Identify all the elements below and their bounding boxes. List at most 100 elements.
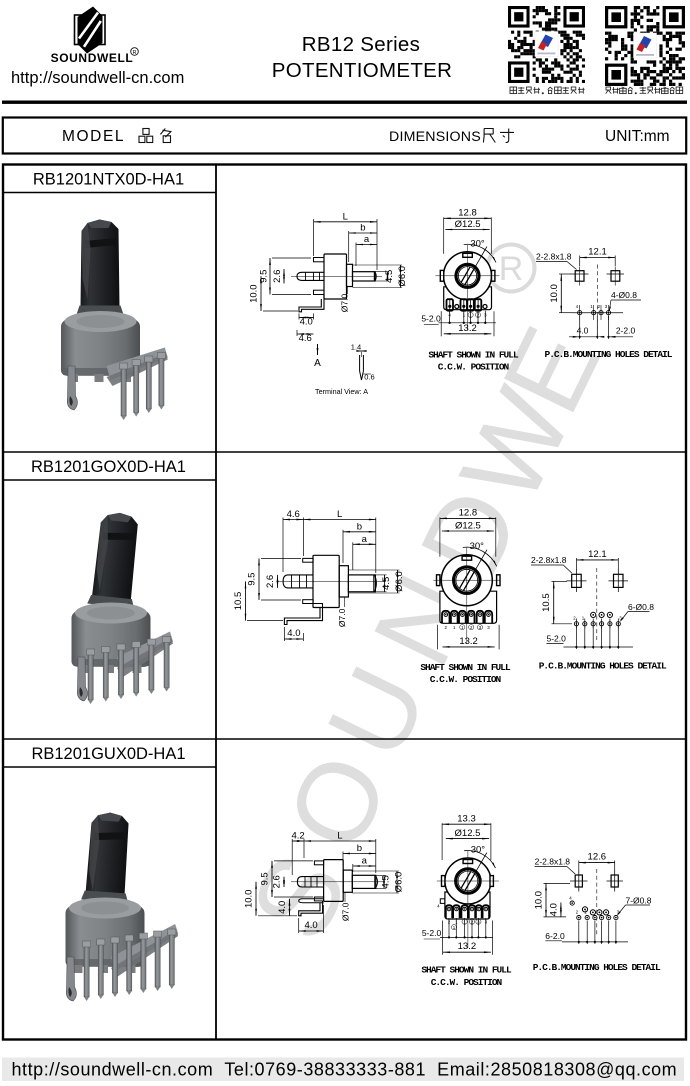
- svg-text:1: 1: [584, 910, 587, 915]
- svg-text:A: A: [314, 358, 321, 369]
- svg-text:1: 1: [461, 625, 464, 630]
- svg-text:R: R: [499, 250, 524, 288]
- svg-text:13.2: 13.2: [459, 636, 478, 647]
- svg-text:2: 2: [470, 625, 473, 630]
- svg-text:Ø6.0: Ø6.0: [394, 872, 405, 893]
- svg-text:P.C.B.MOUNTING HOLES DETAIL: P.C.B.MOUNTING HOLES DETAIL: [545, 349, 673, 360]
- svg-text:3: 3: [619, 616, 622, 621]
- svg-text:Ø12.5: Ø12.5: [455, 828, 481, 839]
- svg-text:4.6: 4.6: [287, 509, 300, 520]
- svg-text:RB12 Series: RB12 Series: [302, 33, 420, 56]
- svg-text:0.6: 0.6: [364, 373, 374, 382]
- svg-text:1: 1: [582, 616, 585, 621]
- svg-text:a: a: [362, 856, 368, 867]
- svg-text:2.6: 2.6: [272, 270, 283, 283]
- svg-text:C.C.W. POSITION: C.C.W. POSITION: [430, 674, 502, 685]
- svg-text:MODEL: MODEL: [62, 128, 125, 145]
- svg-text:7-Ø0.8: 7-Ø0.8: [626, 896, 652, 906]
- svg-text:6-2.0: 6-2.0: [545, 931, 565, 941]
- svg-text:POTENTIOMETER: POTENTIOMETER: [272, 59, 452, 82]
- svg-text:30°: 30°: [471, 845, 486, 856]
- svg-text:http://soundwell-cn.com: http://soundwell-cn.com: [11, 69, 184, 87]
- svg-text:2-2.8x1.8: 2-2.8x1.8: [536, 252, 572, 262]
- svg-text:1.4: 1.4: [351, 343, 361, 352]
- svg-text:C.C.W. POSITION: C.C.W. POSITION: [431, 977, 503, 988]
- svg-text:a: a: [364, 234, 370, 245]
- svg-text:http://soundwell-cn.com Tel:0: http://soundwell-cn.com Tel:0769-3883333…: [12, 1060, 678, 1080]
- svg-text:9.5: 9.5: [258, 270, 269, 283]
- svg-text:4.5: 4.5: [380, 875, 391, 888]
- svg-text:1: 1: [453, 625, 456, 630]
- svg-text:Ø7.0: Ø7.0: [340, 294, 350, 313]
- svg-text:2-2.8x1.8: 2-2.8x1.8: [531, 555, 567, 565]
- svg-text:12.6: 12.6: [588, 852, 607, 863]
- svg-text:Ø6.0: Ø6.0: [394, 571, 405, 592]
- svg-text:Ø7.0: Ø7.0: [337, 608, 347, 627]
- svg-text:4.0: 4.0: [277, 901, 288, 914]
- svg-text:SOUNDWELL: SOUNDWELL: [51, 51, 134, 65]
- svg-text:4.2: 4.2: [291, 830, 304, 841]
- svg-text:SHAFT SHOWN IN FULL: SHAFT SHOWN IN FULL: [428, 349, 519, 360]
- svg-text:2.6: 2.6: [265, 575, 276, 588]
- svg-text:2.6: 2.6: [272, 875, 283, 888]
- svg-text:L: L: [343, 211, 348, 222]
- svg-text:4: 4: [576, 304, 579, 309]
- svg-text:10.0: 10.0: [248, 284, 259, 303]
- svg-text:2: 2: [598, 304, 601, 309]
- svg-text:10.0: 10.0: [244, 890, 255, 909]
- svg-text:10.0: 10.0: [533, 891, 544, 910]
- svg-text:P.C.B.MOUNTING HOLES DETAIL: P.C.B.MOUNTING HOLES DETAIL: [539, 660, 667, 671]
- svg-text:12.1: 12.1: [588, 247, 607, 258]
- svg-text:30°: 30°: [470, 238, 485, 249]
- svg-text:C.C.W. POSITION: C.C.W. POSITION: [438, 362, 510, 373]
- svg-text:Ø12.5: Ø12.5: [455, 219, 481, 230]
- svg-text:DIMENSIONS: DIMENSIONS: [389, 129, 481, 145]
- svg-text:L: L: [337, 509, 342, 520]
- svg-text:12.8: 12.8: [458, 208, 477, 219]
- svg-text:12.1: 12.1: [588, 549, 607, 560]
- svg-text:a: a: [362, 534, 368, 545]
- svg-text:30°: 30°: [470, 541, 485, 552]
- svg-text:2: 2: [576, 910, 579, 915]
- svg-text:RB1201GUX0D-HA1: RB1201GUX0D-HA1: [31, 745, 185, 763]
- svg-text:RB1201NTX0D-HA1: RB1201NTX0D-HA1: [33, 171, 184, 189]
- svg-text:1: 1: [453, 925, 456, 930]
- svg-text:5-2.0: 5-2.0: [422, 928, 442, 938]
- svg-text:UNIT:mm: UNIT:mm: [605, 128, 670, 145]
- svg-text:2: 2: [573, 616, 576, 621]
- svg-text:RB1201GOX0D-HA1: RB1201GOX0D-HA1: [31, 458, 186, 476]
- svg-text:P.C.B.MOUNTING HOLES DETAIL: P.C.B.MOUNTING HOLES DETAIL: [533, 962, 661, 973]
- svg-text:4.0: 4.0: [548, 903, 559, 916]
- svg-text:4.6: 4.6: [299, 333, 312, 344]
- svg-text:13.3: 13.3: [457, 814, 476, 825]
- svg-text:2-2.0: 2-2.0: [616, 325, 636, 335]
- svg-text:4: 4: [569, 896, 572, 901]
- svg-text:5-2.0: 5-2.0: [547, 634, 567, 644]
- svg-text:9.5: 9.5: [247, 573, 258, 586]
- svg-text:4.0: 4.0: [287, 628, 300, 639]
- svg-text:2-2.8x1.8: 2-2.8x1.8: [535, 857, 571, 867]
- svg-text:2: 2: [444, 625, 447, 630]
- svg-text:9.5: 9.5: [260, 872, 271, 885]
- svg-text:b: b: [360, 223, 365, 234]
- svg-text:10.5: 10.5: [541, 593, 552, 612]
- svg-text:3: 3: [487, 625, 490, 630]
- svg-text:10.5: 10.5: [233, 592, 244, 611]
- svg-text:4: 4: [437, 904, 440, 909]
- svg-text:4.5: 4.5: [381, 577, 392, 590]
- svg-text:4.0: 4.0: [304, 920, 317, 931]
- svg-text:6-Ø0.8: 6-Ø0.8: [628, 602, 654, 612]
- svg-text:Ø12.5: Ø12.5: [455, 520, 481, 531]
- svg-text:L: L: [337, 830, 342, 841]
- svg-text:Ø7.0: Ø7.0: [340, 902, 350, 921]
- svg-text:1: 1: [590, 304, 593, 309]
- svg-text:13.2: 13.2: [458, 941, 477, 952]
- svg-text:4-Ø0.8: 4-Ø0.8: [611, 290, 637, 300]
- svg-text:R: R: [133, 50, 137, 56]
- svg-text:Ø6.0: Ø6.0: [397, 266, 408, 287]
- svg-text:SHAFT SHOWN IN FULL: SHAFT SHOWN IN FULL: [420, 662, 511, 673]
- svg-text:4.5: 4.5: [384, 270, 395, 283]
- svg-text:b: b: [357, 843, 362, 854]
- svg-text:3: 3: [617, 910, 620, 915]
- svg-text:4.0: 4.0: [300, 317, 313, 328]
